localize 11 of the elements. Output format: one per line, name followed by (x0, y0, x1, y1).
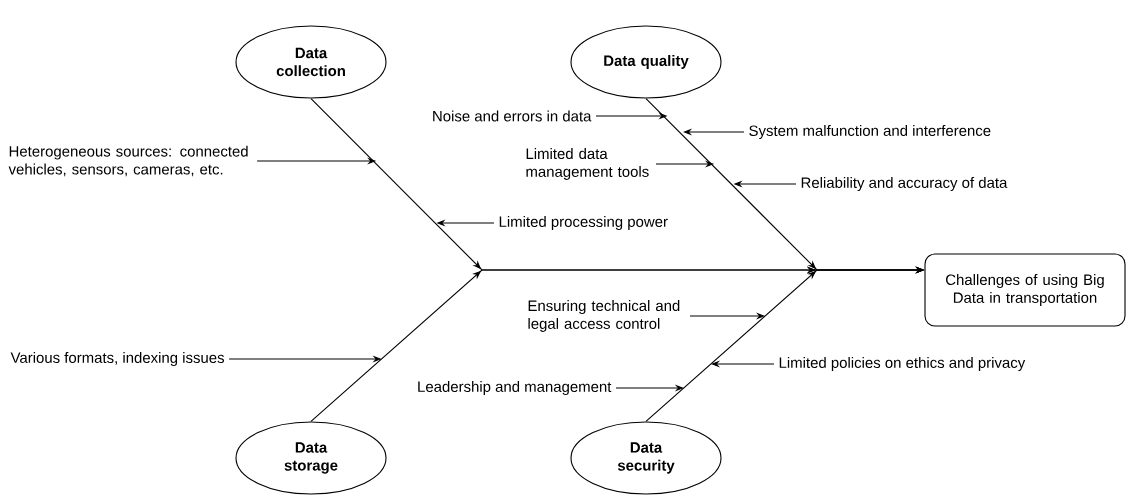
cause-text: Limited data management tools (526, 148, 649, 180)
cause-text: Limited policies on ethics and privacy (779, 357, 1026, 371)
effect-box: Challenges of using Big Data in transportation (924, 253, 1126, 327)
cause-text: System malfunction and interference (749, 125, 991, 139)
cause-text: Noise and errors in data (433, 110, 592, 122)
cause-text: Ensuring technical and legal access control (528, 300, 680, 332)
cause-text: Limited processing power (499, 216, 668, 230)
cause-text: Leadership and management (418, 381, 612, 395)
cause-text: Reliability and accuracy of data (801, 177, 1008, 191)
cause-text: Heterogeneous sources: connected vehicles, sensors, cameras, etc. (8, 145, 248, 177)
cause-text: Various formats, indexing issues (10, 352, 224, 366)
